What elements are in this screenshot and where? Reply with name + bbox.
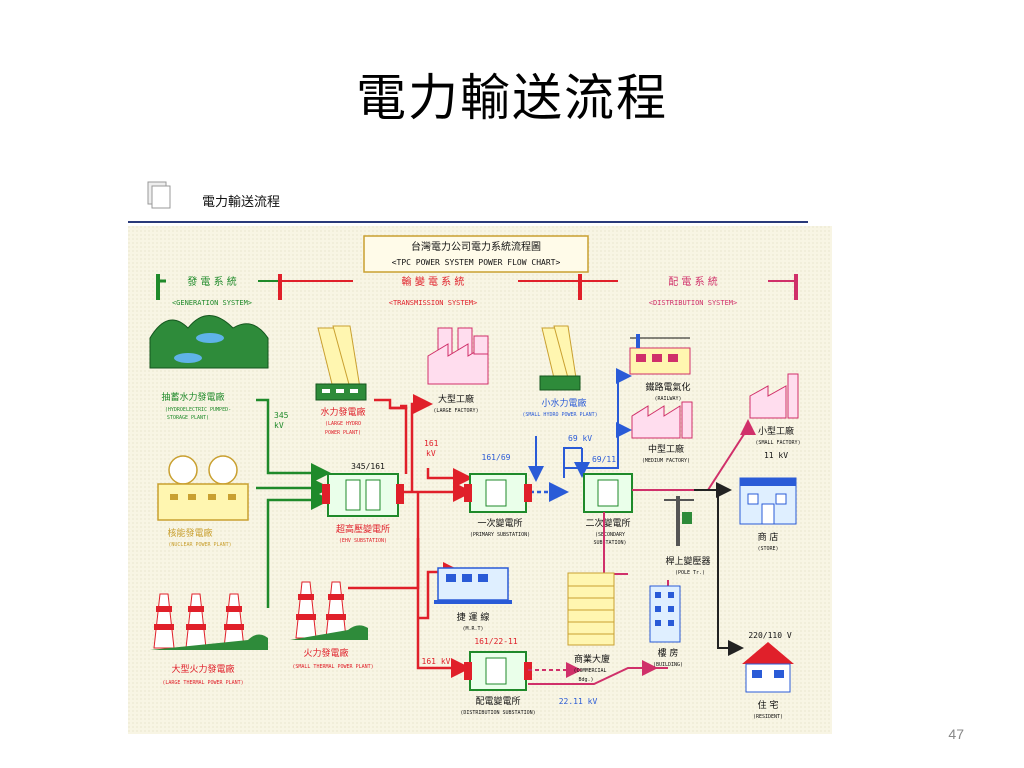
ehv-substation-label: 超高壓變電所 — [336, 523, 390, 535]
ehv-substation-en: (EHV SUBSTATION) — [339, 538, 387, 544]
v69-label: 69 kV — [568, 434, 592, 443]
hydro-label: 水力發電廠 — [320, 406, 365, 418]
small-thermal-label: 火力發電廠 — [303, 647, 348, 659]
mrt-icon — [434, 567, 512, 604]
primary-substation-label: 一次變電所 — [477, 517, 522, 529]
slide-title: 電力輸送流程 — [356, 69, 668, 127]
ehv-substation-icon — [322, 473, 404, 517]
v11-label: 11 kV — [764, 451, 788, 460]
small-hydro-label: 小水力電廠 — [541, 397, 586, 409]
pumped-storage-label: 抽蓄水力發電廠 — [161, 391, 224, 403]
primary-substation-icon — [464, 473, 532, 513]
small-hydro-plant-icon — [539, 325, 581, 391]
v345-161-label: 345/161 — [351, 462, 385, 471]
large-thermal-en: (LARGE THERMAL POWER PLANT) — [162, 680, 243, 686]
v161-22-11-label: 161/22-11 — [474, 637, 518, 646]
commercial-en-1: (COMMERCIAL — [573, 668, 606, 674]
resident-house-icon — [742, 642, 794, 693]
distribution-substation-label: 配電變電所 — [475, 695, 520, 707]
transmission-system-label: 輸 變 電 系 統 — [402, 275, 465, 288]
power-flow-figure: 電力輸送流程 台灣電力公司電力系統流程圖 <TPC POWER SYSTEM P… — [128, 178, 832, 734]
distribution-system-label: 配 電 系 統 — [668, 275, 718, 288]
hydro-en-2: POWER PLANT) — [325, 430, 361, 436]
secondary-substation-label: 二次變電所 — [585, 517, 630, 529]
v345-label: 345 — [274, 411, 289, 420]
low-voltage-lines — [694, 482, 744, 656]
hydro-plant-icon — [315, 325, 367, 401]
small-hydro-en: (SMALL HYDRO POWER PLANT) — [522, 412, 597, 418]
secondary-substation-en-2: SUBSTATION) — [593, 540, 626, 546]
large-thermal-label: 大型火力發電廠 — [171, 663, 234, 675]
small-factory-en: (SMALL FACTORY) — [755, 440, 800, 446]
commercial-label: 商業大廈 — [574, 653, 610, 665]
medium-factory-icon — [631, 401, 693, 439]
medium-factory-label: 中型工廠 — [648, 443, 684, 455]
v161-a-label: 161 — [424, 439, 439, 448]
mrt-en: (M.R.T) — [462, 626, 483, 632]
v161-69-label: 161/69 — [482, 453, 511, 462]
nuclear-label: 核能發電廠 — [167, 527, 212, 539]
store-label: 商 店 — [758, 531, 779, 543]
large-thermal-plant-icon — [150, 593, 268, 650]
generation-lines — [256, 398, 331, 608]
chart-title-zh: 台灣電力公司電力系統流程圖 — [411, 240, 541, 253]
distribution-substation-en: (DISTRIBUTION SUBSTATION) — [460, 710, 535, 716]
store-en: (STORE) — [757, 546, 778, 552]
nuclear-en: (NUCLEAR POWER PLANT) — [168, 542, 231, 548]
nuclear-plant-icon — [157, 455, 249, 521]
v345-unit: kV — [274, 421, 284, 430]
railway-label: 鐵路電氣化 — [645, 381, 690, 393]
pole-transformer-en: (POLE Tr.) — [675, 570, 705, 576]
pole-transformer-label: 桿上變壓器 — [665, 555, 710, 567]
primary-substation-en: (PRIMARY SUBSTATION) — [470, 532, 530, 538]
chart-title-en: <TPC POWER SYSTEM POWER FLOW CHART> — [392, 258, 561, 267]
store-icon — [739, 477, 797, 525]
hydro-en-1: (LARGE HYDRO — [325, 421, 361, 427]
figure-header-label: 電力輸送流程 — [202, 195, 280, 210]
large-factory-label: 大型工廠 — [438, 393, 474, 405]
generation-system-label: 發 電 系 統 — [187, 275, 237, 288]
v69-11-label: 69/11 — [592, 455, 616, 464]
pumped-storage-en-2: STORAGE PLANT) — [167, 415, 209, 421]
small-thermal-en: (SMALL THERMAL POWER PLANT) — [292, 664, 373, 670]
v161-a-unit: kV — [426, 449, 436, 458]
page-number: 47 — [948, 726, 964, 742]
transmission-system-en: <TRANSMISSION SYSTEM> — [389, 299, 478, 307]
pole-transformer-icon — [664, 496, 694, 546]
office-building-icon — [649, 585, 681, 643]
small-factory-icon — [749, 373, 799, 419]
distribution-system-en: <DISTRIBUTION SYSTEM> — [649, 299, 738, 307]
medium-factory-en: (MEDIUM FACTORY) — [642, 458, 690, 464]
pumped-storage-en-1: (HYDROELECTRIC PUMPED- — [165, 407, 231, 413]
railway-icon — [629, 334, 691, 375]
chart-title-box — [363, 235, 589, 273]
v22-11-label: 22.11 kV — [559, 697, 598, 706]
large-factory-en: (LARGE FACTORY) — [433, 408, 478, 414]
secondary-substation-en-1: (SECONDARY — [595, 532, 625, 538]
small-factory-label: 小型工廠 — [758, 425, 794, 437]
distribution-substation-icon — [464, 651, 532, 691]
pumped-storage-plant-icon — [149, 315, 269, 369]
commercial-en-2: Bdg.) — [578, 677, 593, 683]
system-bar — [156, 274, 798, 300]
building-label: 樓 房 — [658, 647, 679, 659]
building-en: (BUILDING) — [653, 662, 683, 668]
resident-label: 住 宅 — [758, 699, 779, 711]
large-factory-icon — [427, 327, 489, 385]
mrt-label: 捷 運 線 — [457, 611, 490, 623]
generation-system-en: <GENERATION SYSTEM> — [172, 299, 252, 307]
sub-transmission-lines — [528, 368, 632, 482]
v220-110-label: 220/110 V — [748, 631, 792, 640]
commercial-building-icon — [567, 572, 615, 646]
secondary-substation-icon — [583, 473, 633, 513]
v161-kv-label: 161 kV — [422, 657, 451, 666]
resident-en: (RESIDENT) — [753, 714, 783, 720]
document-icon — [147, 181, 171, 209]
small-thermal-plant-icon — [290, 581, 368, 640]
railway-en: (RAILWAY) — [654, 396, 681, 402]
